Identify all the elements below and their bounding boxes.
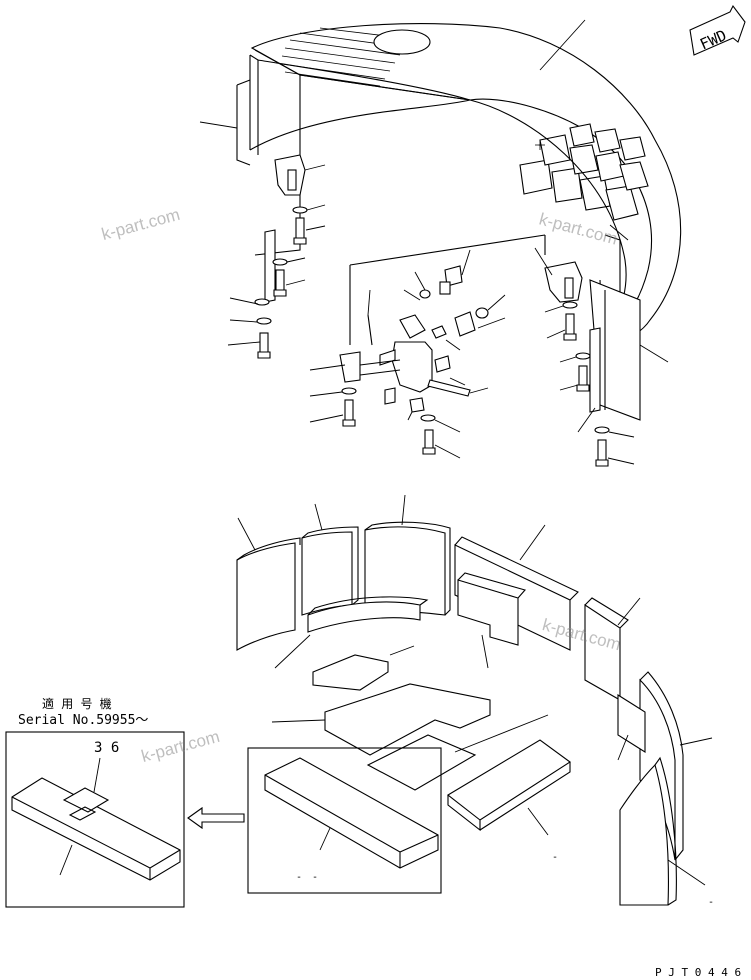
svg-text:-: - xyxy=(708,897,714,908)
serial-label-jp: 適 用 号 機 xyxy=(42,696,112,711)
watermark-3: k-part.com xyxy=(540,615,622,654)
right-hinge-assembly xyxy=(534,224,635,467)
svg-text:-: - xyxy=(312,872,318,883)
svg-text:-: - xyxy=(296,872,302,883)
watermark-4: k-part.com xyxy=(139,727,221,766)
left-hinge-assembly xyxy=(227,154,326,359)
watermark-1: k-part.com xyxy=(100,205,182,244)
hood-grille xyxy=(519,123,649,221)
serial-detail-box: 適 用 号 機 Serial No.59955～ 3 6 xyxy=(5,696,185,908)
serial-label: Serial No.59955～ xyxy=(18,713,148,728)
hood-vent-slats xyxy=(281,27,421,87)
pointer-arrow-icon xyxy=(187,806,245,830)
drawing-code: P J T 0 4 4 6 xyxy=(655,966,741,979)
detail-box: - - xyxy=(247,747,442,894)
hood-oval-opening xyxy=(373,29,431,55)
fwd-arrow-icon: FWD xyxy=(689,4,746,56)
engine-hood: - xyxy=(199,19,682,421)
center-latch-assembly xyxy=(309,234,546,459)
insulation-panels: - - xyxy=(236,494,714,908)
watermark-2: k-part.com xyxy=(537,209,619,248)
svg-text:-: - xyxy=(552,852,558,863)
callout-number: 3 6 xyxy=(94,740,119,756)
